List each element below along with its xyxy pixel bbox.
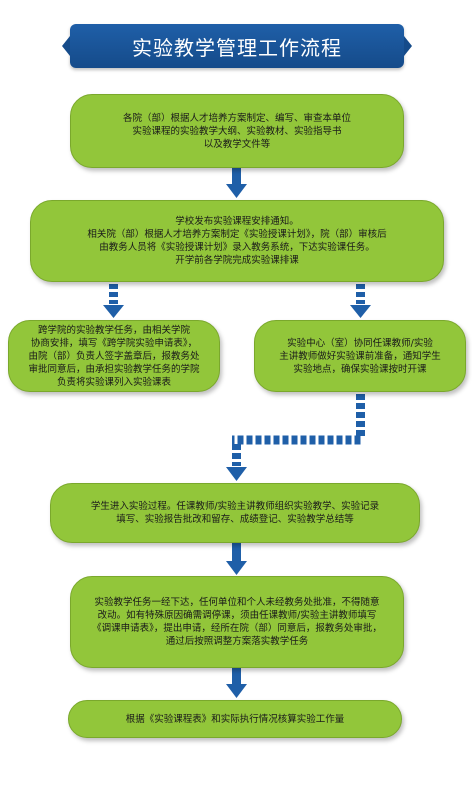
step-box-4: 实验中心（室）协同任课教师/实验 主讲教师做好实验课前准备，通知学生 实验地点，…	[254, 320, 466, 392]
step-text-7: 根据《实验课程表》和实际执行情况核算实验工作量	[125, 713, 345, 725]
step-box-7: 根据《实验课程表》和实际执行情况核算实验工作量	[68, 700, 402, 738]
step-text-6: 实验教学任务一经下达，任何单位和个人未经教务处批准，不得随意 改动。如有特殊原因…	[92, 597, 382, 647]
flowchart-title: 实验教学管理工作流程	[62, 24, 412, 68]
step-box-6: 实验教学任务一经下达，任何单位和个人未经教务处批准，不得随意 改动。如有特殊原因…	[70, 576, 404, 668]
arrow-s4-s5	[226, 394, 365, 481]
step-text-4: 实验中心（室）协同任课教师/实验 主讲教师做好实验课前准备，通知学生 实验地点，…	[279, 337, 441, 375]
step-box-1: 各院（部）根据人才培养方案制定、编写、审查本单位 实验课程的实验教学大纲、实验教…	[70, 94, 404, 168]
arrow-s1-s2	[226, 168, 247, 198]
arrow-s2-s4	[350, 284, 371, 318]
step-text-5: 学生进入实验过程。任课教师/实验主讲教师组织实验教学、实验记录 填写、实验报告批…	[90, 501, 380, 525]
title-text: 实验教学管理工作流程	[132, 35, 342, 60]
step-box-2: 学校发布实验课程安排通知。 相关院（部）根据人才培养方案制定《实验授课计划》，院…	[30, 200, 444, 282]
step-box-3: 跨学院的实验教学任务，由相关学院 协商安排，填写《跨学院实验申请表》， 由院（部…	[8, 320, 220, 392]
arrow-s6-s7	[226, 668, 247, 698]
step-text-1: 各院（部）根据人才培养方案制定、编写、审查本单位 实验课程的实验教学大纲、实验教…	[122, 112, 351, 150]
step-text-2: 学校发布实验课程安排通知。 相关院（部）根据人才培养方案制定《实验授课计划》，院…	[87, 216, 387, 266]
step-box-5: 学生进入实验过程。任课教师/实验主讲教师组织实验教学、实验记录 填写、实验报告批…	[50, 483, 420, 543]
step-text-3: 跨学院的实验教学任务，由相关学院 协商安排，填写《跨学院实验申请表》， 由院（部…	[28, 324, 200, 388]
arrow-s2-s3	[103, 284, 124, 318]
arrow-s5-s6	[226, 543, 247, 575]
